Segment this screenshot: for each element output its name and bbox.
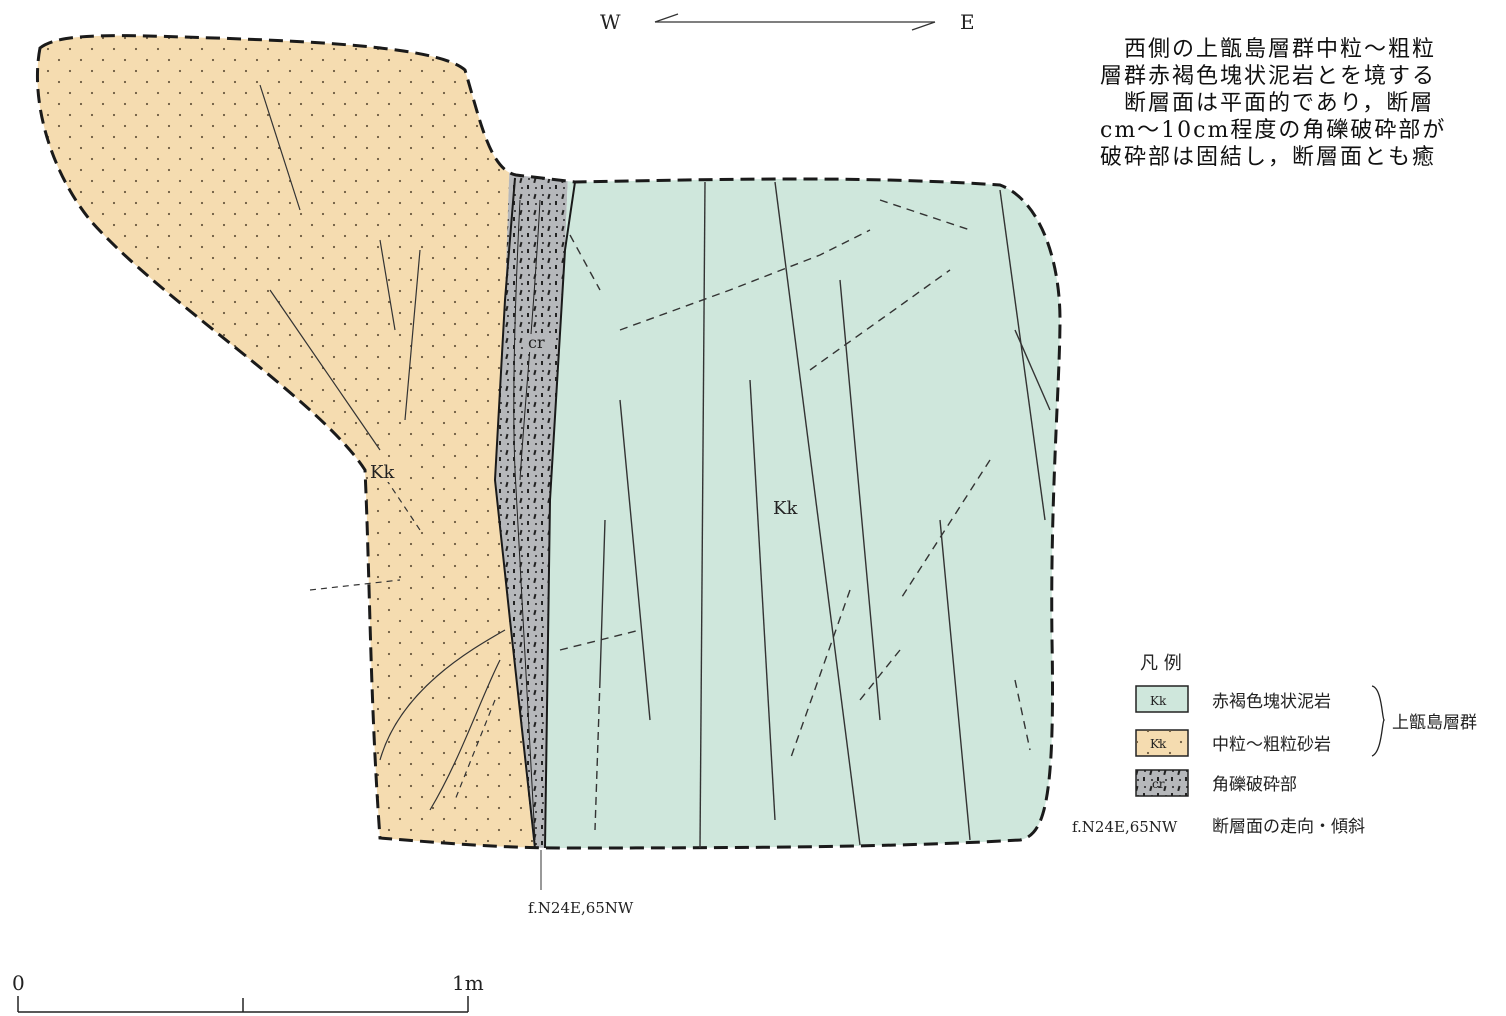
- legend-item-sandstone: Kk 中粒～粗粒砂岩: [1135, 729, 1331, 757]
- scale-bar: [17, 996, 469, 1013]
- sandstone-joints: [259, 84, 506, 811]
- legend: 凡 例 Kk 赤褐色塊状泥岩 Kk 中粒～粗粒砂岩 上甑島層群 cr 角礫破砕部…: [1072, 653, 1477, 837]
- description-line: 断層面は平面的であり，断層: [1100, 91, 1435, 116]
- legend-item-breccia: cr 角礫破砕部: [1135, 769, 1297, 797]
- fault-plane-west: [493, 177, 536, 849]
- legend-text-mudstone: 赤褐色塊状泥岩: [1212, 692, 1331, 712]
- legend-swatch-mudstone: [1135, 685, 1189, 713]
- description-line: cm～10cm程度の角礫破砕部が: [1100, 118, 1447, 143]
- east-label: E: [960, 10, 975, 34]
- legend-text-breccia: 角礫破砕部: [1212, 775, 1297, 795]
- legend-text-sandstone: 中粒～粗粒砂岩: [1212, 735, 1331, 755]
- sandstone-label: Kk: [370, 462, 395, 483]
- fault-label: f.N24E,65NW: [528, 899, 634, 917]
- scale-end-label: 1m: [452, 971, 484, 995]
- outcrop-outline: [36, 34, 1062, 850]
- mudstone-label: Kk: [773, 498, 798, 519]
- direction-arrow: [654, 13, 936, 31]
- sandstone-dots: [37, 35, 535, 848]
- outcrop-units: [37, 35, 1060, 848]
- description-line: 西側の上甑島層群中粒～粗粒: [1100, 37, 1437, 62]
- mudstone-joints: [559, 181, 1051, 849]
- legend-symbol-mudstone: Kk: [1150, 694, 1167, 708]
- mudstone-unit: [545, 35, 1060, 848]
- legend-title: 凡 例: [1140, 653, 1182, 674]
- legend-symbol-breccia: cr: [1152, 777, 1165, 791]
- breccia-label: cr: [528, 333, 545, 352]
- legend-symbol-sandstone: Kk: [1150, 737, 1167, 751]
- legend-group-bracket: [1371, 685, 1385, 757]
- fault-plane-east: [544, 181, 576, 849]
- legend-fault-text: 断層面の走向・傾斜: [1212, 817, 1365, 837]
- description-text: 西側の上甑島層群中粒～粗粒 層群赤褐色塊状泥岩とを境する 断層面は平面的であり，…: [1100, 36, 1506, 171]
- legend-group-label: 上甑島層群: [1392, 713, 1477, 733]
- description-line: 層群赤褐色塊状泥岩とを境する: [1100, 64, 1437, 89]
- breccia-pattern: [495, 35, 575, 848]
- legend-item-mudstone: Kk 赤褐色塊状泥岩: [1135, 685, 1331, 713]
- scale-start-label: 0: [12, 971, 25, 995]
- description-line: 破砕部は固結し，断層面とも癒: [1100, 145, 1437, 170]
- legend-fault-symbol: f.N24E,65NW: [1072, 818, 1178, 836]
- west-label: W: [600, 10, 621, 34]
